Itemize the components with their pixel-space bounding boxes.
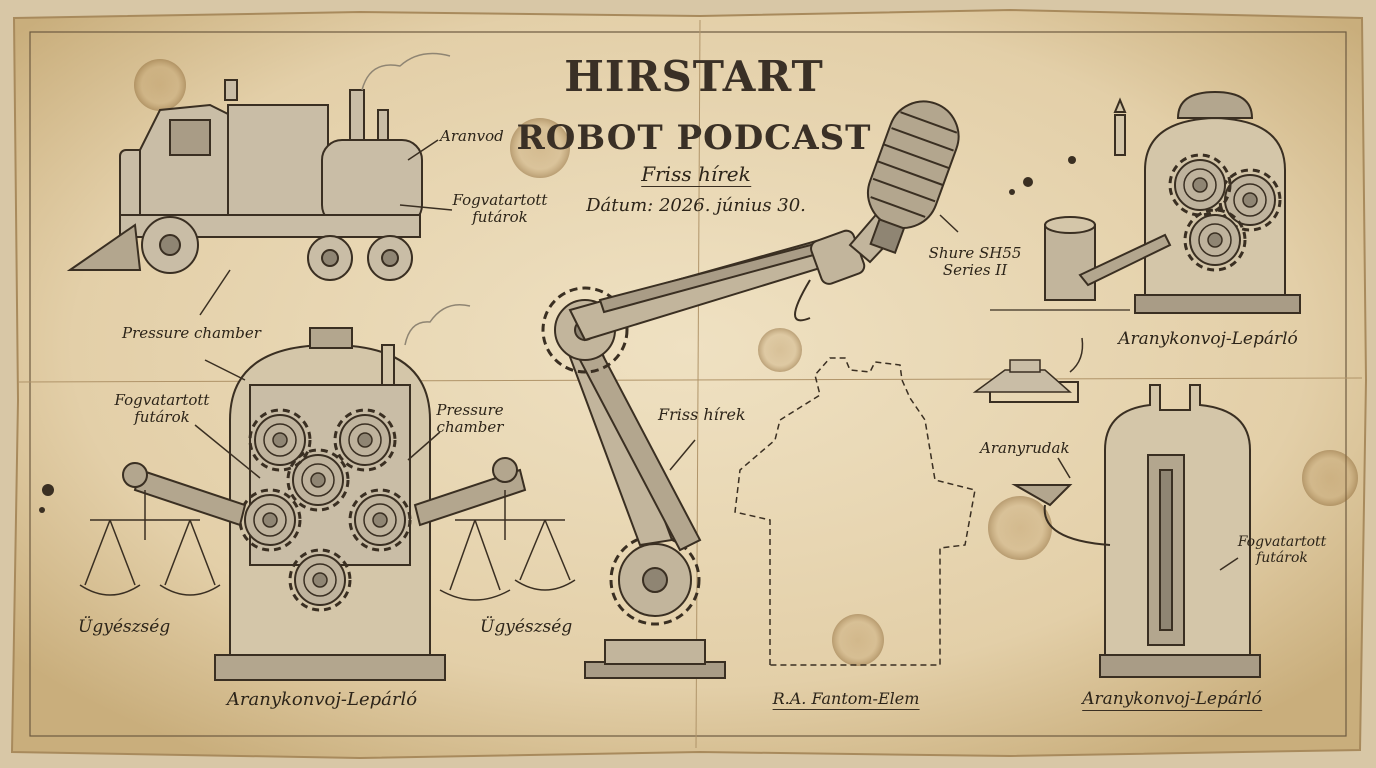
still-top-caption: Aranykonvoj-Lepárló: [1118, 329, 1298, 349]
truck-label-aranvod: Aranvod: [440, 127, 504, 145]
press-caption: Aranykonvoj-Lepárló: [226, 689, 418, 710]
mic-label: Shure SH55 Series II: [928, 244, 1022, 279]
press-label-pressure-left: Pressure chamber: [122, 324, 261, 342]
truck-label-prisoners: Fogvatartott futárok: [452, 191, 548, 226]
scale-label-left: Ügyészség: [78, 617, 171, 637]
press-label-prisoners: Fogvatartott futárok: [114, 391, 210, 426]
still-label-prisoners: Fogvatartott futárok: [1237, 534, 1327, 566]
arm-label-friss-hirek: Friss hírek: [658, 405, 746, 424]
scale-label-right: Ügyészség: [480, 617, 573, 637]
still-label-gold-bars: Aranyrudak: [980, 439, 1070, 457]
tagline: Friss hírek: [641, 162, 751, 188]
press-label-pressure-right: Pressure chamber: [436, 401, 504, 436]
still-bottom-caption: Aranykonvoj-Lepárló: [1082, 689, 1262, 712]
page-subtitle: ROBOT PODCAST: [516, 118, 872, 158]
page-title: HIRSTART: [564, 52, 824, 101]
date-line: Dátum: 2026. június 30.: [586, 195, 806, 216]
phantom-caption: R.A. Fantom-Elem: [772, 689, 920, 710]
